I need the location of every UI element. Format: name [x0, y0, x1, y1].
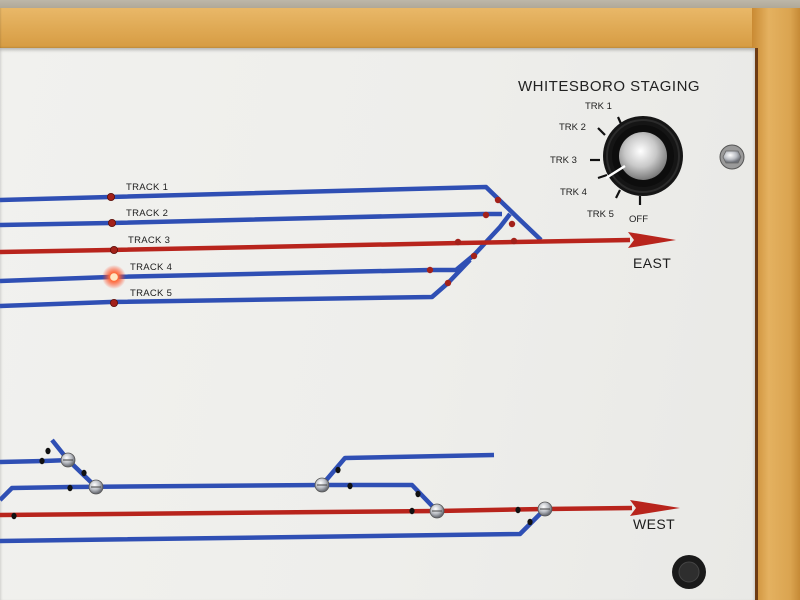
- lower-track-top: [0, 438, 98, 489]
- track-selector-knob[interactable]: [603, 116, 683, 196]
- turnout-toggle-screw[interactable]: [88, 479, 104, 495]
- knob-position-trk3: TRK 3: [550, 155, 577, 166]
- wood-frame-top: [0, 8, 800, 50]
- turnout-toggle-screw[interactable]: [429, 503, 445, 519]
- track-4-label: TRACK 4: [130, 262, 173, 273]
- turnout-led: [426, 196, 518, 287]
- knob-position-trk5: TRK 5: [587, 209, 614, 220]
- knob-position-trk1: TRK 1: [585, 101, 612, 112]
- panel-title: WHITESBORO STAGING: [518, 78, 701, 95]
- track-1-indicator-led: [107, 192, 116, 201]
- track-3-indicator-led: [110, 245, 119, 254]
- turnout-toggle-screw[interactable]: [314, 477, 330, 493]
- staging-track-1: [0, 184, 543, 242]
- track-2-label: TRACK 2: [126, 208, 169, 219]
- wood-frame-right: [752, 8, 800, 600]
- turnout-hole: [11, 447, 533, 526]
- turnout-toggle-screw[interactable]: [60, 452, 76, 468]
- track-5-label: TRACK 5: [130, 288, 173, 299]
- track-1-label: TRACK 1: [126, 182, 169, 193]
- knob-position-trk2: TRK 2: [559, 122, 586, 133]
- east-label: EAST: [633, 255, 672, 271]
- west-label: WEST: [633, 516, 676, 532]
- knob-position-off: OFF: [629, 214, 648, 225]
- track-4-indicator-led-lit: [102, 265, 126, 289]
- panel-mount-screw: [719, 144, 745, 170]
- west-arrow: [630, 500, 680, 516]
- track-5-indicator-led: [110, 298, 119, 307]
- lower-track-siding: [0, 452, 495, 513]
- push-button[interactable]: [672, 555, 706, 589]
- knob-position-trk4: TRK 4: [560, 187, 587, 198]
- turnout-toggle-screw[interactable]: [537, 501, 553, 517]
- staging-track-2: [0, 211, 502, 228]
- east-arrow: [628, 232, 676, 248]
- track-2-indicator-led: [108, 218, 117, 227]
- lower-track-bottom: [0, 507, 547, 544]
- staging-track-5: [0, 258, 472, 309]
- lower-main-red: [0, 505, 633, 518]
- staging-track-3: [0, 237, 631, 255]
- track-3-label: TRACK 3: [128, 235, 171, 246]
